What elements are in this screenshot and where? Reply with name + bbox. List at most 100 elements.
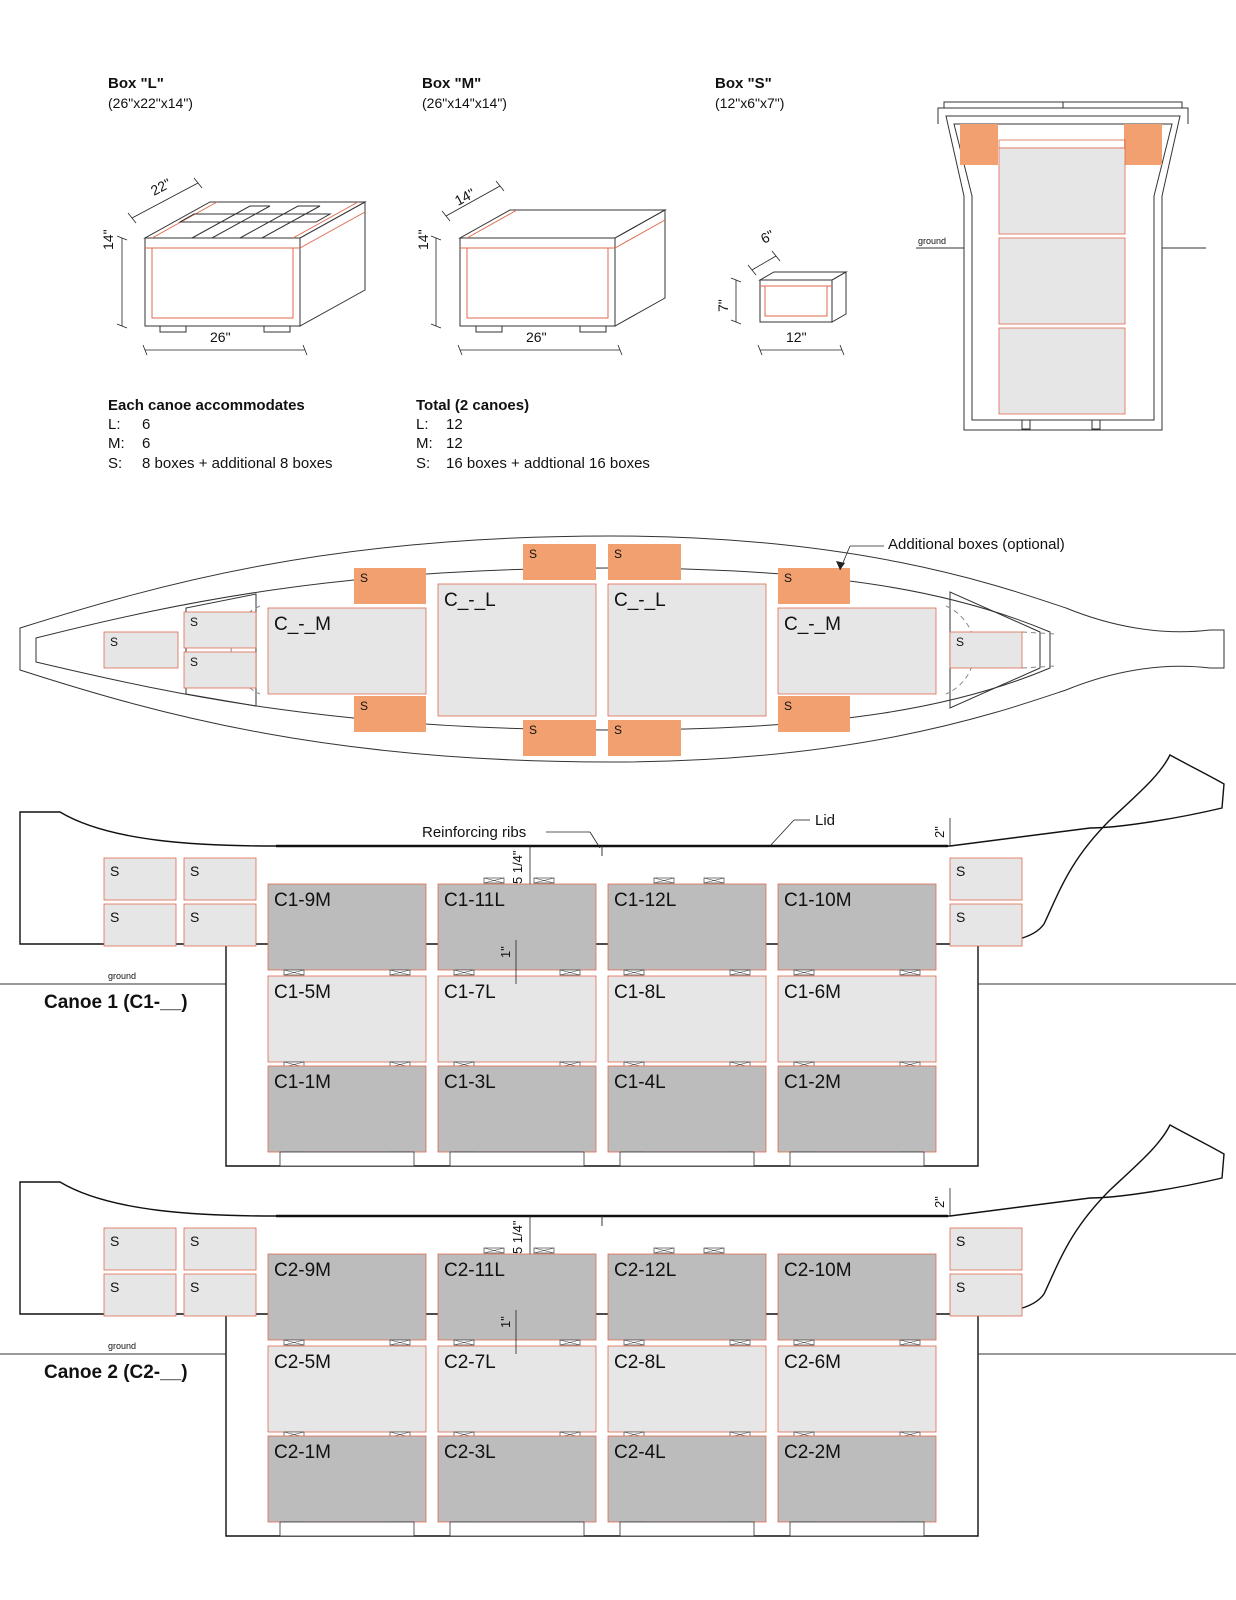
plan-s-box — [949, 631, 1023, 669]
gap-between-dim: 1" — [498, 946, 513, 958]
per-canoe-title: Each canoe accommodates — [108, 397, 305, 414]
stored-box-label: C2-10M — [784, 1260, 852, 1281]
section-s-box — [183, 857, 257, 901]
plan-additional-boxes: S S S S S S S S — [354, 544, 850, 756]
stored-box-label: C1-6M — [784, 982, 841, 1003]
cross-section-s-box-left — [960, 124, 998, 165]
stored-box — [267, 1345, 427, 1433]
stored-box-label: C1-12L — [614, 890, 676, 911]
additional-boxes-label: Additional boxes (optional) — [888, 536, 1065, 553]
box-l-drawing: 22" 14" 26" — [100, 175, 367, 356]
stored-box — [607, 975, 767, 1063]
plan-s-box — [183, 651, 257, 689]
plan-box-label: C_-_L — [444, 590, 496, 611]
gap-rib-dim: 5 1/4" — [510, 850, 525, 884]
plan-s-label: S — [614, 547, 622, 561]
canoe-plan-view: S S S S C_-_M C_-_L C_-_L C_-_M S S S S … — [19, 535, 1225, 763]
section-s-label: S — [190, 909, 199, 925]
section-s-box — [103, 1227, 177, 1271]
plan-s-label: S — [529, 723, 537, 737]
total-val-m: 12 — [446, 435, 463, 452]
box-m-length: 26" — [526, 329, 547, 345]
plan-s-label: S — [529, 547, 537, 561]
gap-top-dim: 2" — [932, 1196, 947, 1208]
stored-box — [777, 883, 937, 971]
section-s-label: S — [956, 863, 965, 879]
section-s-box — [183, 1273, 257, 1317]
stored-box — [607, 1065, 767, 1153]
box-l-width: 22" — [148, 175, 174, 199]
stored-box-label: C2-12L — [614, 1260, 676, 1281]
stored-box-label: C2-11L — [444, 1260, 505, 1281]
stored-box — [267, 975, 427, 1063]
per-canoe-val-s: 8 boxes + additional 8 boxes — [142, 455, 333, 472]
plan-s-box — [183, 611, 257, 649]
total-key-l: L: — [416, 416, 429, 433]
stored-box-label: C2-9M — [274, 1260, 331, 1281]
stored-box-label: C2-2M — [784, 1442, 841, 1463]
reinforcing-ribs-label: Reinforcing ribs — [422, 824, 526, 841]
plan-box-l — [607, 583, 767, 717]
box-s-length: 12" — [786, 329, 807, 345]
stored-box — [267, 1253, 427, 1341]
stored-box-label: C1-8L — [614, 982, 666, 1003]
plan-s-label: S — [614, 723, 622, 737]
plan-s-label: S — [110, 635, 118, 649]
section-s-box — [949, 903, 1023, 947]
stored-box — [777, 975, 937, 1063]
section-s-label: S — [110, 909, 119, 925]
canoe-pit — [225, 944, 979, 1167]
total-key-m: M: — [416, 435, 433, 452]
per-canoe-val-m: 6 — [142, 435, 150, 452]
cross-section-ground: ground — [918, 236, 946, 246]
box-l-dims: (26"x22"x14") — [108, 95, 193, 111]
section-s-box — [103, 903, 177, 947]
per-canoe-key-l: L: — [108, 416, 121, 433]
plan-box-l — [437, 583, 597, 717]
stored-box — [437, 883, 597, 971]
stored-box-label: C1-3L — [444, 1072, 496, 1093]
stored-box-label: C2-5M — [274, 1352, 331, 1373]
total-val-s: 16 boxes + addtional 16 boxes — [446, 455, 650, 472]
ground-label: ground — [108, 971, 136, 981]
stored-box-label: C1-10M — [784, 890, 852, 911]
stored-box-label: C1-4L — [614, 1072, 666, 1093]
section-s-box — [949, 857, 1023, 901]
canoe-title: Canoe 2 (C2-__) — [44, 1362, 188, 1383]
cross-section-box-bot — [998, 327, 1126, 415]
total-title: Total (2 canoes) — [416, 397, 529, 414]
box-m-drawing: 14" 14" 26" — [415, 180, 667, 356]
stored-box-label: C1-2M — [784, 1072, 841, 1093]
canoe-title: Canoe 1 (C1-__) — [44, 992, 188, 1013]
plan-s-label: S — [784, 571, 792, 585]
plan-s-label: S — [956, 635, 964, 649]
box-l-title: Box "L" — [108, 75, 164, 92]
box-m-header: Box "M" (26"x14"x14") — [422, 75, 507, 111]
gap-top-dim: 2" — [932, 826, 947, 838]
lid-label: Lid — [815, 812, 835, 829]
plan-box-m — [267, 607, 427, 695]
per-canoe-summary: Each canoe accommodates L: 6 M: 6 S: 8 b… — [108, 397, 333, 472]
plan-s-label: S — [190, 655, 198, 669]
box-s-header: Box "S" (12"x6"x7") — [715, 75, 784, 111]
section-s-label: S — [956, 1233, 965, 1249]
gap-rib-dim: 5 1/4" — [510, 1220, 525, 1254]
gap-between-dim: 1" — [498, 1316, 513, 1328]
stored-box — [267, 1065, 427, 1153]
stored-box-label: C1-9M — [274, 890, 331, 911]
per-canoe-key-m: M: — [108, 435, 125, 452]
stored-box-label: C1-1M — [274, 1072, 331, 1093]
plan-s-label: S — [190, 615, 198, 629]
canoe-pit — [225, 1314, 979, 1537]
stored-box-label: C2-1M — [274, 1442, 331, 1463]
box-s-dims: (12"x6"x7") — [715, 95, 784, 111]
section-s-label: S — [190, 1233, 199, 1249]
per-canoe-key-s: S: — [108, 455, 122, 472]
section-s-box — [949, 1227, 1023, 1271]
cross-section-s-box-right — [1124, 124, 1162, 165]
box-s-height: 7" — [715, 299, 731, 312]
stored-box-label: C2-7L — [444, 1352, 496, 1373]
